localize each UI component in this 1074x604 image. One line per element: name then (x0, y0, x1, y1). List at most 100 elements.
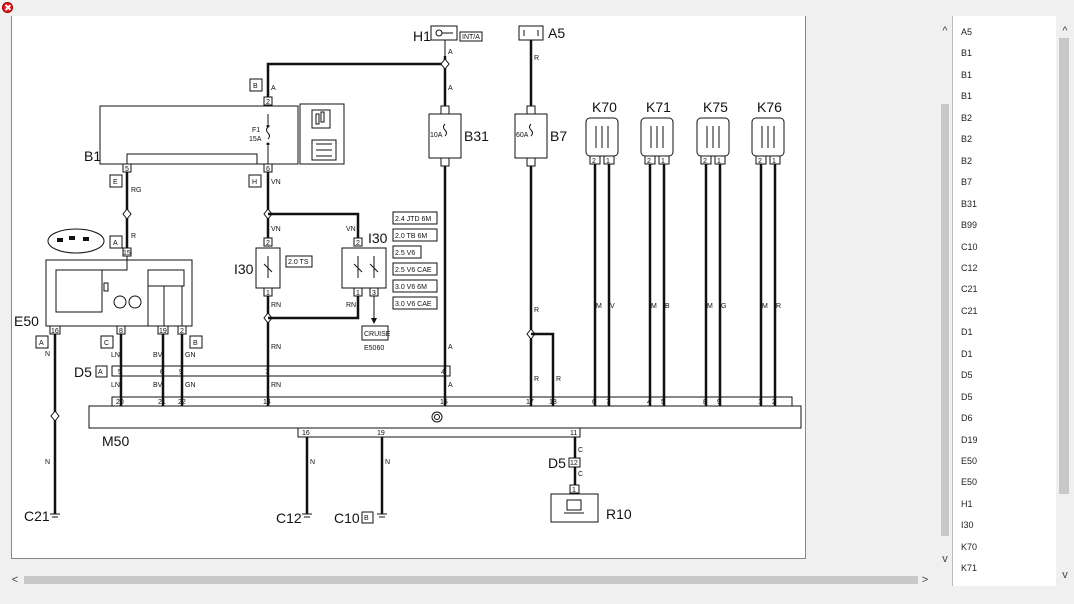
component-list-item[interactable]: C12 (961, 262, 978, 273)
svg-text:B: B (253, 83, 258, 90)
scroll-up-icon[interactable]: ^ (942, 25, 948, 37)
svg-text:2: 2 (356, 240, 360, 247)
component-list-item[interactable]: H1 (961, 498, 973, 509)
component-list-item[interactable]: B2 (961, 134, 973, 145)
e50-instrument-cluster (45, 259, 193, 327)
svg-text:2.0 TB 6M: 2.0 TB 6M (395, 233, 427, 240)
svg-text:2.4 JTD 6M: 2.4 JTD 6M (395, 216, 431, 223)
component-list-item[interactable]: D19 (961, 434, 978, 445)
svg-text:V: V (610, 303, 615, 310)
svg-text:14: 14 (263, 399, 271, 406)
diagram-vertical-scrollbar[interactable]: ^ v (938, 16, 952, 572)
list-scroll-up-icon[interactable]: ^ (1062, 25, 1068, 37)
svg-text:M: M (651, 303, 657, 310)
component-list-item[interactable]: D5 (961, 370, 973, 381)
svg-text:9: 9 (717, 399, 721, 406)
svg-text:N: N (45, 351, 50, 358)
svg-text:3.0 V6 6M: 3.0 V6 6M (395, 284, 427, 291)
svg-text:21: 21 (158, 399, 166, 406)
svg-text:K70: K70 (592, 99, 617, 115)
component-list-item[interactable]: E50 (961, 477, 978, 488)
svg-text:K76: K76 (757, 99, 782, 115)
svg-text:R: R (534, 376, 539, 383)
scroll-right-icon[interactable]: > (921, 574, 929, 586)
svg-text:5: 5 (125, 166, 129, 173)
svg-text:20: 20 (116, 399, 124, 406)
title-bar (0, 0, 1074, 16)
svg-text:15: 15 (440, 399, 448, 406)
svg-text:6: 6 (160, 369, 164, 376)
component-list-item[interactable]: D6 (961, 413, 973, 424)
svg-text:9: 9 (179, 369, 183, 376)
list-scroll-down-icon[interactable]: v (1062, 569, 1068, 581)
svg-text:VN: VN (271, 179, 281, 186)
svg-text:18: 18 (549, 399, 557, 406)
component-list-item[interactable]: B2 (961, 155, 973, 166)
svg-text:1: 1 (572, 487, 576, 494)
component-list-item[interactable]: B2 (961, 112, 973, 123)
component-list-item[interactable]: B1 (961, 69, 973, 80)
component-list-item[interactable]: C21 (961, 284, 978, 295)
svg-text:M: M (762, 303, 768, 310)
svg-text:C: C (104, 340, 109, 347)
b1-location-icon (299, 103, 345, 165)
component-list-item[interactable]: A5 (961, 27, 973, 37)
svg-text:RN: RN (271, 382, 281, 389)
component-list-item[interactable]: D1 (961, 348, 973, 359)
component-list-item[interactable]: D1 (961, 327, 973, 338)
b7-rating: 60A (516, 132, 529, 139)
svg-text:1: 1 (356, 290, 360, 297)
b31-rating: 10A (430, 132, 443, 139)
component-list-item[interactable]: B7 (961, 177, 973, 188)
component-list-item[interactable]: K70 (961, 541, 978, 552)
i30a-label: I30 (234, 261, 254, 277)
svg-text:BV: BV (153, 352, 163, 359)
horizontal-scroll-thumb[interactable] (24, 576, 918, 584)
svg-text:BV: BV (153, 382, 163, 389)
svg-text:6: 6 (266, 166, 270, 173)
svg-text:R: R (556, 376, 561, 383)
svg-text:16: 16 (302, 430, 310, 437)
component-list-item[interactable]: B99 (961, 220, 978, 231)
component-list-item[interactable]: B1 (961, 91, 973, 102)
i30a-variant: 2.0 TS (288, 259, 309, 266)
svg-text:5: 5 (118, 369, 122, 376)
svg-text:LN: LN (111, 382, 120, 389)
component-list-item[interactable]: C21 (961, 305, 978, 316)
component-list-item[interactable]: B31 (961, 198, 978, 209)
diagram-horizontal-scrollbar[interactable]: < > (0, 572, 938, 588)
svg-text:17: 17 (526, 399, 534, 406)
svg-text:1: 1 (772, 158, 776, 165)
h1-label: H1 (413, 28, 431, 44)
component-list-item[interactable]: D5 (961, 391, 973, 402)
svg-text:A: A (271, 85, 276, 92)
a5-battery (518, 25, 544, 41)
list-vertical-scrollbar[interactable]: ^ v (1056, 16, 1074, 586)
e50-location-icon (47, 228, 105, 254)
component-list-item[interactable]: C10 (961, 241, 978, 252)
i30-clutch-switch (341, 247, 387, 289)
component-list-item[interactable]: B1 (961, 48, 973, 59)
svg-text:RG: RG (131, 187, 142, 194)
component-list-item[interactable]: E50 (961, 456, 978, 466)
component-list-item[interactable]: K71 (961, 563, 978, 574)
diagram-viewport[interactable]: .w{stroke:#111;stroke-width:2.5;fill:non… (0, 16, 938, 572)
scroll-left-icon[interactable]: < (11, 574, 19, 586)
svg-text:VN: VN (271, 226, 281, 233)
svg-text:C: C (578, 447, 583, 454)
close-icon[interactable] (2, 2, 13, 13)
c10-label: C10 (334, 510, 360, 526)
vertical-scroll-thumb[interactable] (941, 104, 949, 536)
svg-text:N: N (385, 459, 390, 466)
component-list-item[interactable]: I30 (961, 520, 974, 531)
svg-text:1: 1 (717, 158, 721, 165)
wiring-diagram: .w{stroke:#111;stroke-width:2.5;fill:non… (14, 25, 802, 526)
list-scroll-thumb[interactable] (1059, 38, 1069, 494)
status-bar (0, 588, 1074, 604)
scroll-down-icon[interactable]: v (942, 553, 948, 565)
svg-text:2: 2 (266, 99, 270, 106)
